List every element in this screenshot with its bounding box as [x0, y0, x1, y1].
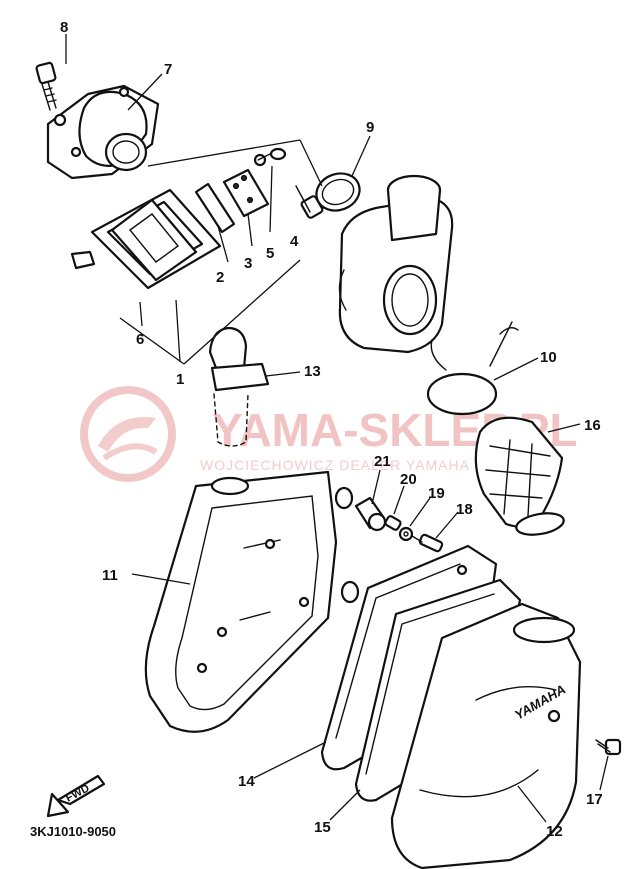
callout-9: 9	[366, 119, 374, 136]
callout-2: 2	[216, 269, 224, 286]
callout-8: 8	[60, 19, 68, 36]
callout-4: 4	[290, 233, 299, 250]
part-hose-clamp-9	[295, 172, 361, 219]
callout-17: 17	[586, 791, 603, 808]
part-carburetor	[338, 174, 454, 354]
leader-lines	[65, 34, 609, 823]
fwd-label: FWD	[64, 782, 92, 804]
document-code: 3KJ1010-9050	[30, 824, 116, 839]
callout-14: 14	[238, 773, 255, 790]
callout-15: 15	[314, 819, 331, 836]
part-intake-manifold-7	[46, 84, 160, 180]
callout-3: 3	[244, 255, 252, 272]
callout-18: 18	[456, 501, 473, 518]
part-air-duct-joint-16	[474, 416, 565, 536]
fwd-arrow-icon: FWD	[46, 774, 106, 818]
part-air-filter-cap-12: YAMAHA	[390, 602, 582, 869]
part-cap-screw-17	[595, 738, 622, 756]
part-clamp-screw-4	[257, 147, 287, 161]
callout-11: 11	[102, 567, 118, 584]
part-air-filter-case-11	[144, 470, 360, 733]
callout-21: 21	[374, 453, 391, 470]
callout-19: 19	[428, 485, 445, 502]
callout-16: 16	[584, 417, 601, 434]
callouts: 1 2 3 4 5 6 7 8 9 10 11 12 13 14 15 16 1…	[60, 19, 603, 840]
part-bolt-8	[35, 61, 57, 111]
part-reed-valve-plate-3	[222, 168, 270, 218]
callout-1: 1	[176, 371, 184, 388]
part-reed-stopper-2	[194, 182, 236, 234]
callout-13: 13	[304, 363, 321, 380]
callout-20: 20	[400, 471, 417, 488]
part-intake-duct-13	[208, 326, 270, 447]
watermark-subtitle: WOJCIECHOWICZ DEALER YAMAHA	[200, 457, 470, 473]
part-wire-clip-10	[426, 321, 519, 416]
callout-6: 6	[136, 331, 144, 348]
watermark-logo	[80, 386, 176, 482]
part-damper-21	[354, 496, 387, 532]
callout-7: 7	[164, 61, 172, 78]
part-collar-20	[384, 515, 402, 531]
part-reed-valve-body-1	[110, 198, 198, 282]
part-plain-washer-19	[398, 526, 414, 542]
part-mount-bolt-18	[411, 533, 444, 553]
callout-10: 10	[540, 349, 557, 366]
callout-5: 5	[266, 245, 274, 262]
callout-12: 12	[546, 823, 563, 840]
